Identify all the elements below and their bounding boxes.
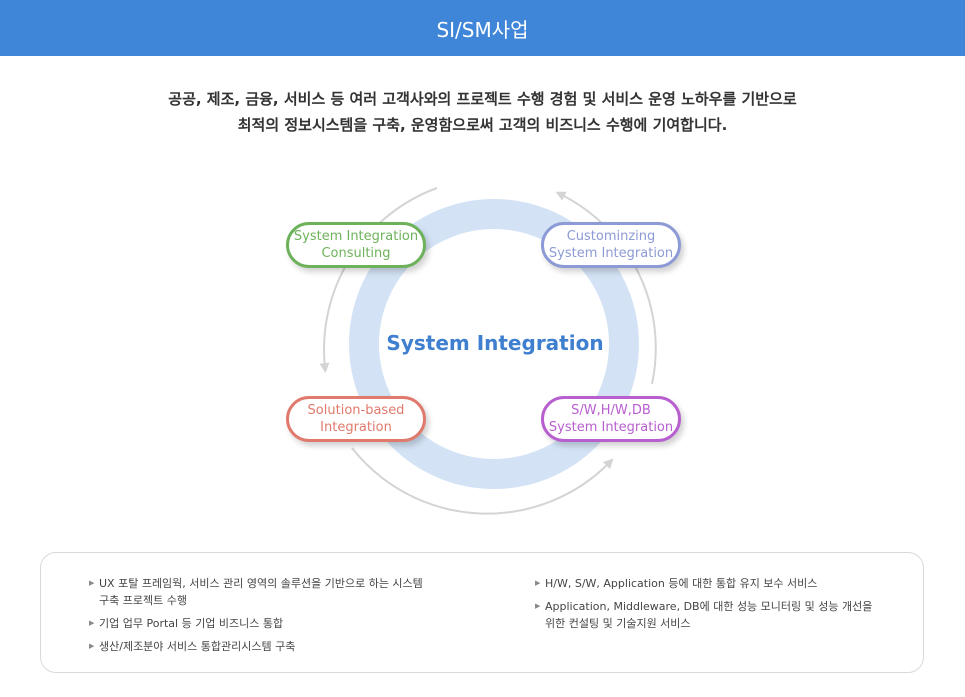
bullet-icon: ▶ bbox=[89, 642, 95, 650]
arrow-top-right bbox=[555, 191, 657, 385]
feature-item: ▶ Application, Middleware, DB에 대한 성능 모니터… bbox=[535, 598, 915, 632]
page-banner: SI/SM사업 bbox=[0, 0, 965, 56]
intro-line-2: 최적의 정보시스템을 구축, 운영함으로써 고객의 비즈니스 수행에 기여합니다… bbox=[237, 116, 728, 134]
node-solution-based-line1: Solution-based bbox=[307, 403, 405, 418]
node-solution-based: Solution-based Integration bbox=[286, 396, 426, 442]
bullet-icon: ▶ bbox=[535, 602, 541, 610]
bullet-icon: ▶ bbox=[535, 579, 541, 587]
node-sw-hw-db-line2: System Integration bbox=[548, 420, 674, 435]
node-sw-hw-db: S/W,H/W,DB System Integration bbox=[541, 396, 681, 442]
banner-title: SI/SM사업 bbox=[436, 17, 529, 42]
intro-text: 공공, 제조, 금융, 서비스 등 여러 고객사와의 프로젝트 수행 경험 및 … bbox=[0, 86, 965, 138]
features-box: ▶ UX 포탈 프레임웍, 서비스 관리 영역의 솔루션을 기반으로 하는 시스… bbox=[40, 552, 924, 673]
cycle-diagram bbox=[319, 187, 657, 515]
center-label: System Integration bbox=[386, 331, 604, 355]
center-ring bbox=[349, 199, 639, 489]
node-customizing: Custominzing System Integration bbox=[541, 222, 681, 268]
feature-line: 위한 컨설팅 및 기술지원 서비스 bbox=[545, 617, 691, 630]
arrow-bottom bbox=[351, 447, 614, 515]
feature-item: ▶ UX 포탈 프레임웍, 서비스 관리 영역의 솔루션을 기반으로 하는 시스… bbox=[89, 575, 529, 609]
feature-line: UX 포탈 프레임웍, 서비스 관리 영역의 솔루션을 기반으로 하는 시스템 bbox=[99, 577, 423, 590]
node-customizing-line2: System Integration bbox=[548, 246, 674, 261]
feature-item: ▶ 생산/제조분야 서비스 통합관리시스템 구축 bbox=[89, 638, 529, 655]
feature-line: Application, Middleware, DB에 대한 성능 모니터링 … bbox=[545, 600, 873, 613]
intro-line-1: 공공, 제조, 금융, 서비스 등 여러 고객사와의 프로젝트 수행 경험 및 … bbox=[168, 90, 797, 108]
feature-line: 구축 프로젝트 수행 bbox=[99, 594, 187, 607]
feature-item: ▶ 기업 업무 Portal 등 기업 비즈니스 통합 bbox=[89, 615, 529, 632]
feature-line: 생산/제조분야 서비스 통합관리시스템 구축 bbox=[99, 640, 296, 653]
node-solution-based-line2: Integration bbox=[320, 420, 392, 435]
node-sw-hw-db-line1: S/W,H/W,DB bbox=[571, 403, 651, 418]
node-consulting-line2: Consulting bbox=[321, 246, 391, 261]
feature-line: H/W, S/W, Application 등에 대한 통합 유지 보수 서비스 bbox=[545, 577, 818, 590]
bullet-icon: ▶ bbox=[89, 579, 95, 587]
bullet-icon: ▶ bbox=[89, 619, 95, 627]
features-right-column: ▶ H/W, S/W, Application 등에 대한 통합 유지 보수 서… bbox=[535, 575, 915, 638]
feature-item: ▶ H/W, S/W, Application 등에 대한 통합 유지 보수 서… bbox=[535, 575, 915, 592]
feature-line: 기업 업무 Portal 등 기업 비즈니스 통합 bbox=[99, 617, 284, 630]
node-consulting-line1: System Integration bbox=[293, 229, 419, 244]
features-left-column: ▶ UX 포탈 프레임웍, 서비스 관리 영역의 솔루션을 기반으로 하는 시스… bbox=[89, 575, 529, 661]
node-consulting: System Integration Consulting bbox=[286, 222, 426, 268]
node-customizing-line1: Custominzing bbox=[566, 229, 656, 244]
